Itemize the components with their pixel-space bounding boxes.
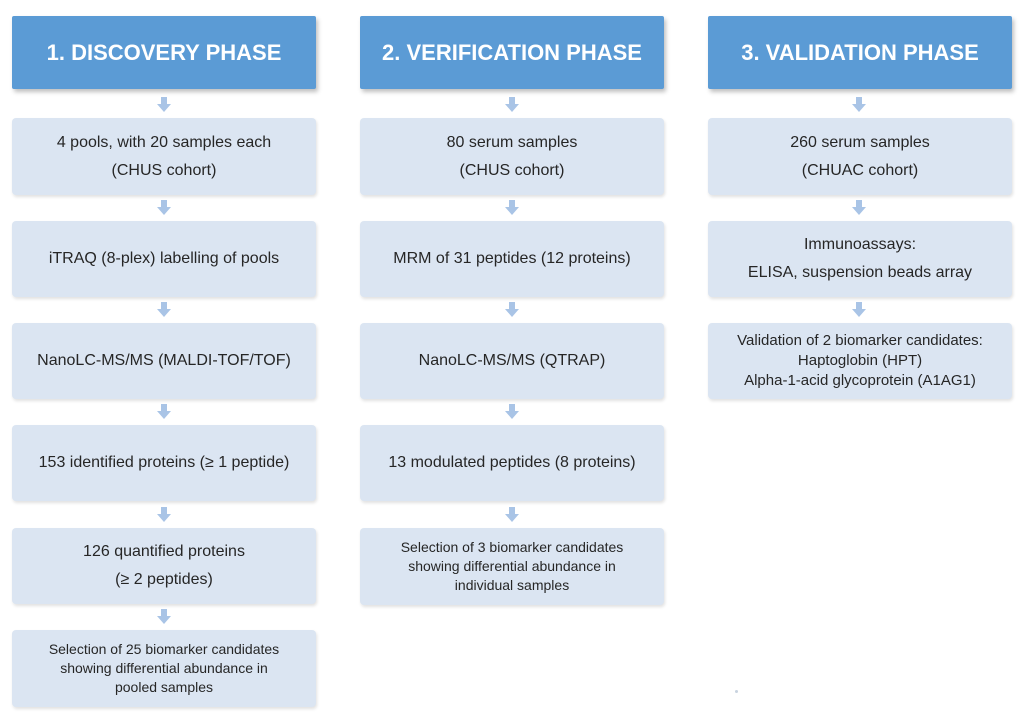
step-line: iTRAQ (8-plex) labelling of pools [48, 250, 280, 267]
step-line: 260 serum samples [790, 133, 930, 151]
step-line: (CHUS cohort) [459, 161, 565, 179]
validation-step-candidates: Validation of 2 biomarker candidates: Ha… [708, 323, 1012, 399]
step-line: 80 serum samples [446, 133, 578, 151]
discovery-step-identified: 153 identified proteins (≥ 1 peptide) [12, 425, 316, 501]
down-arrow-icon [157, 97, 171, 112]
down-arrow-icon [157, 609, 171, 624]
verification-step-selection: Selection of 3 biomarker candidates show… [360, 528, 664, 605]
down-arrow-icon [852, 200, 866, 215]
verification-step-modulated: 13 modulated peptides (8 proteins) [360, 425, 664, 501]
step-line: 13 modulated peptides (8 proteins) [388, 454, 636, 471]
step-line: NanoLC-MS/MS (MALDI-TOF/TOF) [37, 352, 291, 369]
stray-dot [735, 690, 738, 693]
step-line: Immunoassays: [803, 236, 917, 253]
down-arrow-icon [505, 302, 519, 317]
step-line: 153 identified proteins (≥ 1 peptide) [38, 454, 290, 471]
validation-phase-header: 3. VALIDATION PHASE [708, 16, 1012, 89]
down-arrow-icon [505, 404, 519, 419]
verification-step-nanolc: NanoLC-MS/MS (QTRAP) [360, 323, 664, 399]
step-line: Haptoglobin (HPT) [797, 352, 923, 369]
step-line: Alpha-1-acid glycoprotein (A1AG1) [744, 372, 976, 389]
step-line: NanoLC-MS/MS (QTRAP) [418, 352, 606, 369]
discovery-step-itraq: iTRAQ (8-plex) labelling of pools [12, 221, 316, 297]
verification-step-mrm: MRM of 31 peptides (12 proteins) [360, 221, 664, 297]
step-line: MRM of 31 peptides (12 proteins) [393, 250, 631, 267]
down-arrow-icon [852, 97, 866, 112]
discovery-phase-header: 1. DISCOVERY PHASE [12, 16, 316, 89]
step-line: showing differential abundance in [408, 558, 616, 574]
step-line: Validation of 2 biomarker candidates: [737, 332, 983, 349]
discovery-step-nanolc: NanoLC-MS/MS (MALDI-TOF/TOF) [12, 323, 316, 399]
step-line: individual samples [454, 577, 570, 593]
down-arrow-icon [505, 97, 519, 112]
down-arrow-icon [505, 200, 519, 215]
down-arrow-icon [505, 507, 519, 522]
step-line: 126 quantified proteins [83, 543, 245, 560]
step-line: Selection of 25 biomarker candidates [48, 641, 280, 657]
verification-step-samples: 80 serum samples (CHUS cohort) [360, 118, 664, 195]
step-line: showing differential abundance in [60, 660, 268, 676]
step-line: (CHUS cohort) [111, 161, 217, 179]
validation-step-samples: 260 serum samples (CHUAC cohort) [708, 118, 1012, 195]
step-line: 4 pools, with 20 samples each [56, 133, 272, 151]
step-line: Selection of 3 biomarker candidates [400, 539, 624, 555]
down-arrow-icon [157, 507, 171, 522]
step-line: ELISA, suspension beads array [747, 264, 973, 281]
discovery-step-selection: Selection of 25 biomarker candidates sho… [12, 630, 316, 707]
discovery-step-quantified: 126 quantified proteins (≥ 2 peptides) [12, 528, 316, 604]
step-line: (CHUAC cohort) [801, 161, 919, 179]
step-line: (≥ 2 peptides) [115, 571, 213, 588]
down-arrow-icon [157, 302, 171, 317]
down-arrow-icon [852, 302, 866, 317]
discovery-step-pools: 4 pools, with 20 samples each (CHUS coho… [12, 118, 316, 195]
step-line: pooled samples [114, 679, 214, 695]
down-arrow-icon [157, 200, 171, 215]
verification-phase-header: 2. VERIFICATION PHASE [360, 16, 664, 89]
down-arrow-icon [157, 404, 171, 419]
validation-step-immunoassays: Immunoassays: ELISA, suspension beads ar… [708, 221, 1012, 297]
